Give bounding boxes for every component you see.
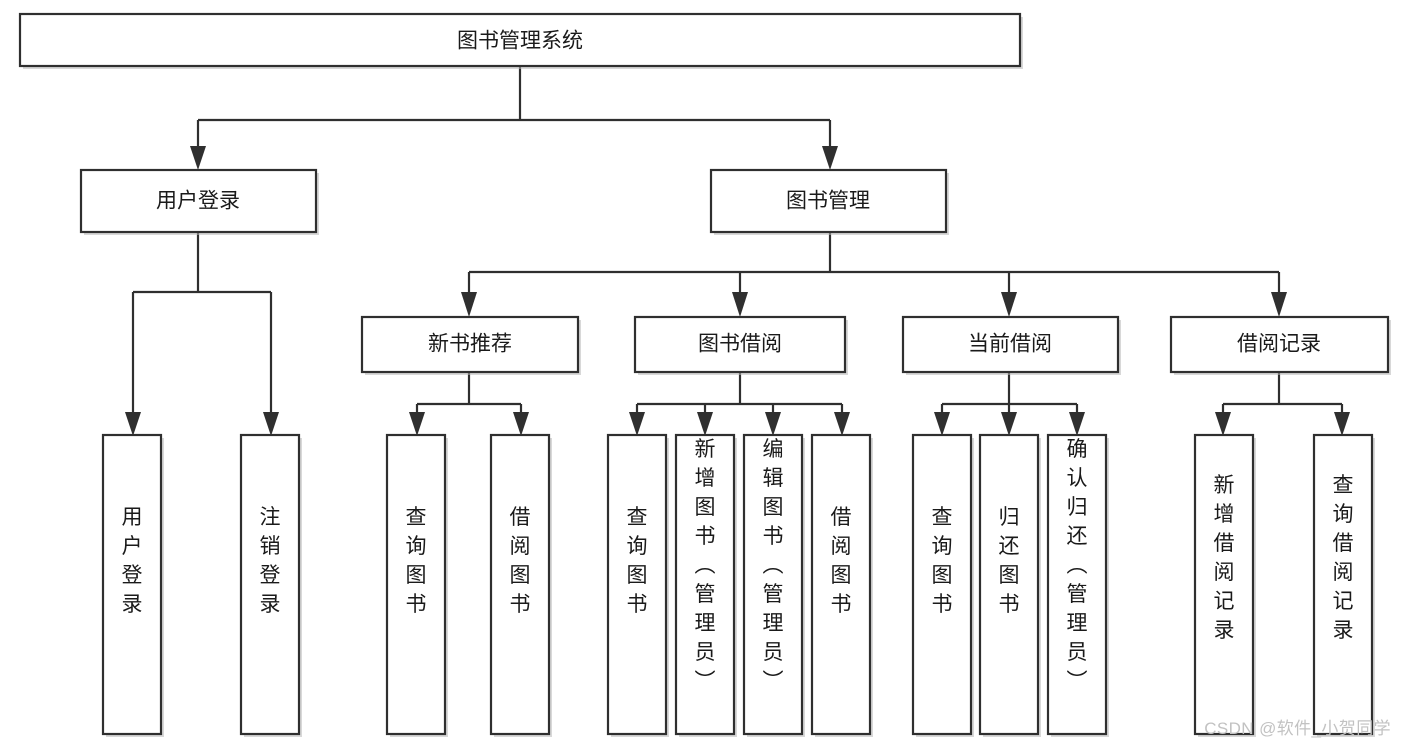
leaf-book-borrow-1-rect[interactable] (606, 433, 668, 736)
leaf-borrow-record-1-label: 新增借阅记录 (1214, 474, 1235, 642)
node-new-book-recommend[interactable]: 新书推荐 (360, 315, 581, 375)
arrowhead-currentborrow-leaf1 (934, 412, 950, 436)
leaf-new-book-1-label: 查询图书 (406, 506, 427, 616)
leaf-current-borrow-1-rect[interactable] (911, 433, 973, 736)
arrowhead-new-book (461, 292, 477, 317)
arrowhead-currentborrow-leaf3 (1069, 412, 1085, 436)
node-borrow-record-rect[interactable] (1169, 315, 1390, 374)
leaf-current-borrow-1[interactable]: 查询图书 (911, 433, 974, 737)
node-new-book-recommend-label: 新书推荐 (428, 333, 512, 356)
leaf-current-borrow-2-rect[interactable] (978, 433, 1040, 736)
node-borrow-record[interactable]: 借阅记录 (1169, 315, 1391, 375)
leaf-book-borrow-1-label: 查询图书 (627, 506, 648, 616)
arrowhead-borrowrecord-leaf1 (1215, 412, 1231, 436)
leaf-book-borrow-4-label: 借阅图书 (831, 506, 852, 616)
arrowhead-bookborrow-leaf1 (629, 412, 645, 436)
leaf-current-borrow-2[interactable]: 归还图书 (978, 433, 1041, 737)
leaf-user-login-1-rect[interactable] (101, 433, 163, 736)
node-borrow-record-label: 借阅记录 (1237, 333, 1321, 356)
leaf-book-borrow-3[interactable]: 编辑图书︵管理员︶ (742, 433, 805, 737)
leaf-user-login-2-rect[interactable] (239, 433, 301, 736)
leaf-borrow-record-2[interactable]: 查询借阅记录 (1312, 433, 1375, 737)
arrowhead-currentborrow-leaf2 (1001, 412, 1017, 436)
connector-layer (125, 66, 1350, 436)
arrowhead-bookborrow-leaf4 (834, 412, 850, 436)
arrowhead-borrowrecord-leaf2 (1334, 412, 1350, 436)
node-new-book-recommend-rect[interactable] (360, 315, 580, 374)
node-root[interactable]: 图书管理系统 (18, 12, 1023, 69)
leaf-current-borrow-3-label: 确认归还︵管理员︶ (1067, 438, 1088, 693)
leaf-user-login-2-label: 注销登录 (260, 506, 281, 616)
leaf-borrow-record-2-rect[interactable] (1312, 433, 1374, 736)
arrowhead-book-borrow (732, 292, 748, 317)
leaf-user-login-2[interactable]: 注销登录 (239, 433, 302, 737)
node-current-borrow-label: 当前借阅 (968, 333, 1052, 356)
leaf-borrow-record-2-label: 查询借阅记录 (1333, 474, 1354, 642)
leaf-new-book-2-label: 借阅图书 (510, 506, 531, 616)
leaf-current-borrow-1-label: 查询图书 (932, 506, 953, 616)
arrowhead-book-mgmt (822, 146, 838, 170)
arrowhead-user-login (190, 146, 206, 170)
node-book-management-rect[interactable] (709, 168, 948, 234)
leaf-user-login-1-label: 用户登录 (122, 506, 143, 616)
arrowhead-newbook-leaf2 (513, 412, 529, 436)
node-book-management-label: 图书管理 (786, 190, 870, 213)
leaf-new-book-2[interactable]: 借阅图书 (489, 433, 552, 737)
leaf-user-login-1[interactable]: 用户登录 (101, 433, 164, 737)
leaf-book-borrow-4-rect[interactable] (810, 433, 872, 736)
leaf-book-borrow-4[interactable]: 借阅图书 (810, 433, 873, 737)
leaf-book-borrow-2-rect[interactable] (674, 433, 736, 736)
arrowhead-leaf-user-login (125, 412, 141, 436)
arrowhead-borrow-record (1271, 292, 1287, 317)
node-root-label: 图书管理系统 (457, 30, 583, 53)
node-book-management[interactable]: 图书管理 (709, 168, 949, 235)
node-book-borrow-label: 图书借阅 (698, 333, 782, 356)
leaf-book-borrow-2[interactable]: 新增图书︵管理员︶ (674, 433, 737, 737)
arrowhead-leaf-logout (263, 412, 279, 436)
node-current-borrow-rect[interactable] (901, 315, 1120, 374)
node-user-login-rect[interactable] (79, 168, 318, 234)
leaf-book-borrow-1[interactable]: 查询图书 (606, 433, 669, 737)
node-book-borrow[interactable]: 图书借阅 (633, 315, 848, 375)
node-root-rect[interactable] (18, 12, 1022, 68)
node-current-borrow[interactable]: 当前借阅 (901, 315, 1121, 375)
leaf-new-book-2-rect[interactable] (489, 433, 551, 736)
node-book-borrow-rect[interactable] (633, 315, 847, 374)
leaf-book-borrow-3-rect[interactable] (742, 433, 804, 736)
arrowhead-current-borrow (1001, 292, 1017, 317)
leaf-current-borrow-3[interactable]: 确认归还︵管理员︶ (1046, 433, 1109, 737)
leaf-borrow-record-1-rect[interactable] (1193, 433, 1255, 736)
leaf-book-borrow-2-label: 新增图书︵管理员︶ (695, 438, 716, 693)
arrowhead-bookborrow-leaf2 (697, 412, 713, 436)
leaf-current-borrow-2-label: 归还图书 (999, 506, 1020, 616)
leaf-borrow-record-1[interactable]: 新增借阅记录 (1193, 433, 1256, 737)
leaf-new-book-1[interactable]: 查询图书 (385, 433, 448, 737)
node-user-login-label: 用户登录 (156, 190, 240, 213)
leaf-book-borrow-3-label: 编辑图书︵管理员︶ (763, 438, 784, 693)
arrowhead-bookborrow-leaf3 (765, 412, 781, 436)
node-user-login[interactable]: 用户登录 (79, 168, 319, 235)
leaf-new-book-1-rect[interactable] (385, 433, 447, 736)
arrowhead-newbook-leaf1 (409, 412, 425, 436)
leaf-current-borrow-3-rect[interactable] (1046, 433, 1108, 736)
